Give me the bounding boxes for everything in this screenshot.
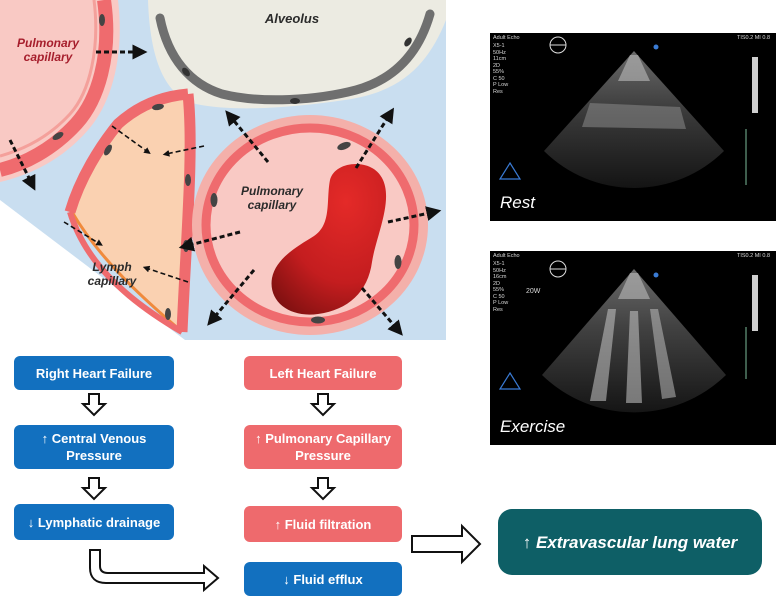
alveolus-label: Alveolus [264, 11, 320, 26]
down-arrow-icon [309, 393, 337, 417]
arrow [8, 139, 36, 191]
extravascular-lung-water-box: ↑ Extravascular lung water [498, 509, 762, 575]
echo-header-right: TIS0.2 MI 0.8 [736, 35, 770, 41]
down-arrow-icon [309, 477, 337, 501]
pulmonary-capillary-pressure-box: ↑ Pulmonary Capillary Pressure [244, 425, 402, 469]
echo-header-right: TIS0.2 MI 0.8 [736, 253, 770, 259]
pulmonary-capillary-left-label: Pulmonary capillary [16, 36, 79, 64]
arrow [162, 145, 205, 157]
arrow [63, 221, 103, 246]
echo-overlay-20w: 20W [526, 288, 541, 295]
pulmonary-capillary-center [192, 115, 428, 335]
lymph-capillary [64, 88, 196, 335]
pulmonary-capillary-left [0, 0, 120, 182]
echo-exercise-label: Exercise [500, 417, 566, 436]
arrow [225, 110, 270, 163]
fluid-filtration-box: ↑ Fluid filtration [244, 506, 402, 542]
central-venous-pressure-box: ↑ Central Venous Pressure [14, 425, 174, 469]
bent-arrow-icon [89, 549, 220, 593]
fluid-movement-arrows [8, 44, 442, 336]
fluid-efflux-box: ↓ Fluid efflux [244, 562, 402, 596]
arrow [207, 269, 256, 326]
flow-arrows [80, 393, 482, 593]
echo-header-left: Adult Echo [493, 253, 520, 259]
lymphatic-drainage-box: ↓ Lymphatic drainage [14, 504, 174, 540]
arrow [142, 265, 189, 283]
alveolus [148, 0, 446, 109]
red-blood-cell [271, 163, 387, 315]
ultrasound-sector [498, 36, 758, 188]
arrow [360, 287, 403, 336]
lymph-capillary-label: Lymph capillary [87, 260, 137, 288]
pulmonary-capillary-center-label: Pulmonary capillary [240, 184, 303, 212]
right-heart-failure-box: Right Heart Failure [14, 356, 174, 390]
arrow [354, 107, 394, 169]
echo-header-left: Adult Echo [493, 35, 520, 41]
lung-interstitium-diagram [0, 0, 446, 340]
right-arrow-icon [411, 523, 482, 565]
down-arrow-icon [80, 477, 108, 501]
arrow [178, 230, 241, 252]
ultrasound-sector [498, 260, 758, 413]
down-arrow-icon [80, 393, 108, 417]
left-heart-failure-box: Left Heart Failure [244, 356, 402, 390]
echo-rest-label: Rest [500, 193, 535, 212]
